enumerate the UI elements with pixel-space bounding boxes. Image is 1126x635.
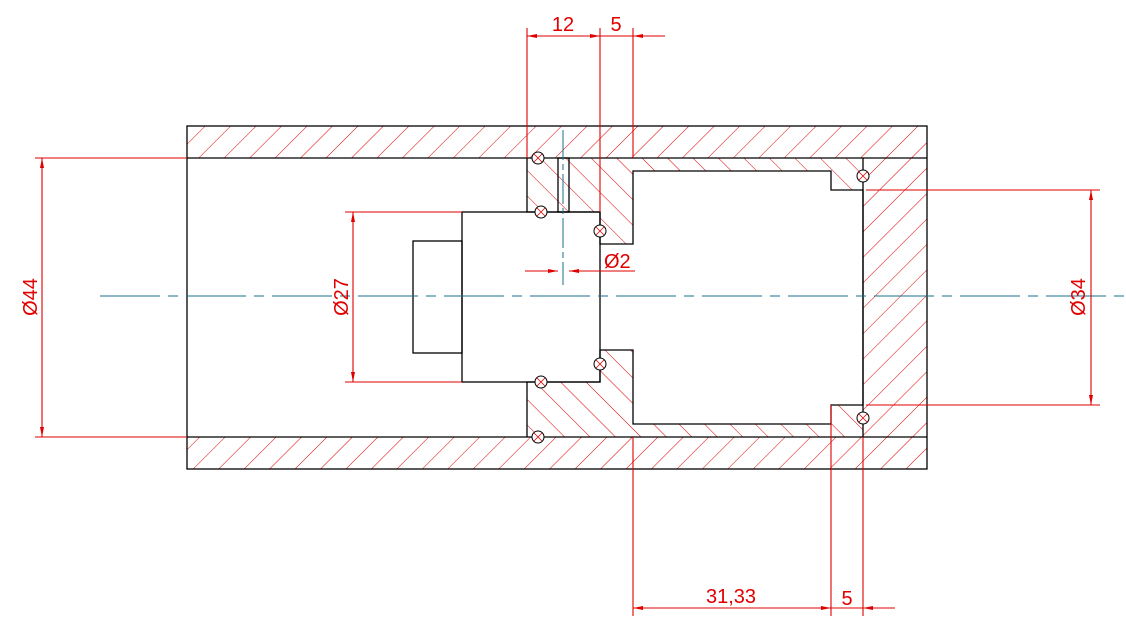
dim-44-label: Ø44 [20,278,42,316]
step-bottom-hatch [831,405,863,424]
dim-31-33-label: 31,33 [706,586,756,608]
hatching [187,126,927,469]
dimensions: 12 5 Ø2 Ø44 Ø27 Ø34 31,33 5 [20,14,1100,616]
dim-5-top-label: 5 [610,14,621,36]
o-ring-cross-hatch [533,153,868,442]
dim-pin-label: Ø2 [604,251,631,273]
tube-wall-bottom-hatch [187,437,927,469]
dim-34-label: Ø34 [1068,278,1090,316]
rod [461,211,601,383]
sleeve-bottom-hatch [633,424,863,437]
dim-5-bottom-label: 5 [841,588,852,610]
outlines [186,125,928,470]
dim-12-label: 12 [552,14,574,36]
sleeve-top-hatch [633,158,863,171]
piston-top-hatch [527,158,633,244]
end-cap-hatch [863,158,927,437]
piston-bottom-hatch [527,350,633,437]
tube-wall-top-hatch [187,126,927,158]
step-top-hatch [831,171,863,190]
rod-end [412,240,463,354]
dim-27-label: Ø27 [331,278,353,316]
tube-outer [186,125,928,470]
